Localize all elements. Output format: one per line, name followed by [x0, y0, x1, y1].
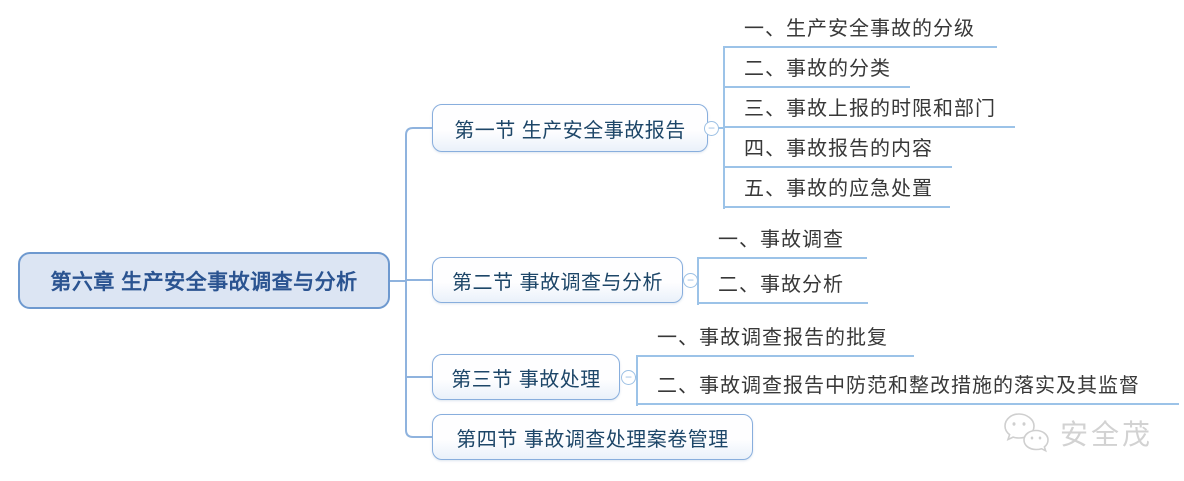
topic-section-3[interactable]: 第三节 事故处理 [432, 354, 620, 400]
wechat-icon [1004, 413, 1049, 453]
subtopic-3-2[interactable]: 二、事故调查报告中防范和整改措施的落实及其监督 [636, 371, 1179, 405]
root-topic[interactable]: 第六章 生产安全事故调查与分析 [18, 252, 390, 309]
branch-line-section-1 [723, 47, 725, 209]
topic-section-4[interactable]: 第四节 事故调查处理案卷管理 [432, 414, 753, 460]
subtopic-2-1[interactable]: 一、事故调查 [697, 225, 867, 259]
subtopic-3-1[interactable]: 一、事故调查报告的批复 [636, 323, 914, 357]
subtopic-1-1[interactable]: 一、生产安全事故的分级 [723, 14, 997, 48]
watermark-text: 安全茂 [1060, 419, 1154, 450]
minus-icon: − [707, 121, 715, 135]
subtopic-1-5[interactable]: 五、事故的应急处置 [723, 174, 950, 208]
branch-line-section-3 [636, 356, 638, 406]
subtopic-1-2[interactable]: 二、事故的分类 [723, 54, 910, 88]
subtopic-1-3[interactable]: 三、事故上报的时限和部门 [723, 94, 1015, 128]
collapse-toggle-section-1[interactable]: − [704, 121, 719, 136]
subtopic-1-4[interactable]: 四、事故报告的内容 [723, 134, 952, 168]
branch-line-section-2 [697, 258, 699, 305]
watermark: 安全茂 [1000, 408, 1153, 458]
minus-icon: − [686, 273, 694, 287]
collapse-toggle-section-2[interactable]: − [683, 273, 698, 288]
minus-icon: − [624, 370, 632, 384]
subtopic-2-2[interactable]: 二、事故分析 [697, 270, 868, 304]
collapse-toggle-section-3[interactable]: − [621, 370, 636, 385]
topic-section-1[interactable]: 第一节 生产安全事故报告 [432, 104, 708, 152]
topic-section-2[interactable]: 第二节 事故调查与分析 [432, 257, 683, 303]
